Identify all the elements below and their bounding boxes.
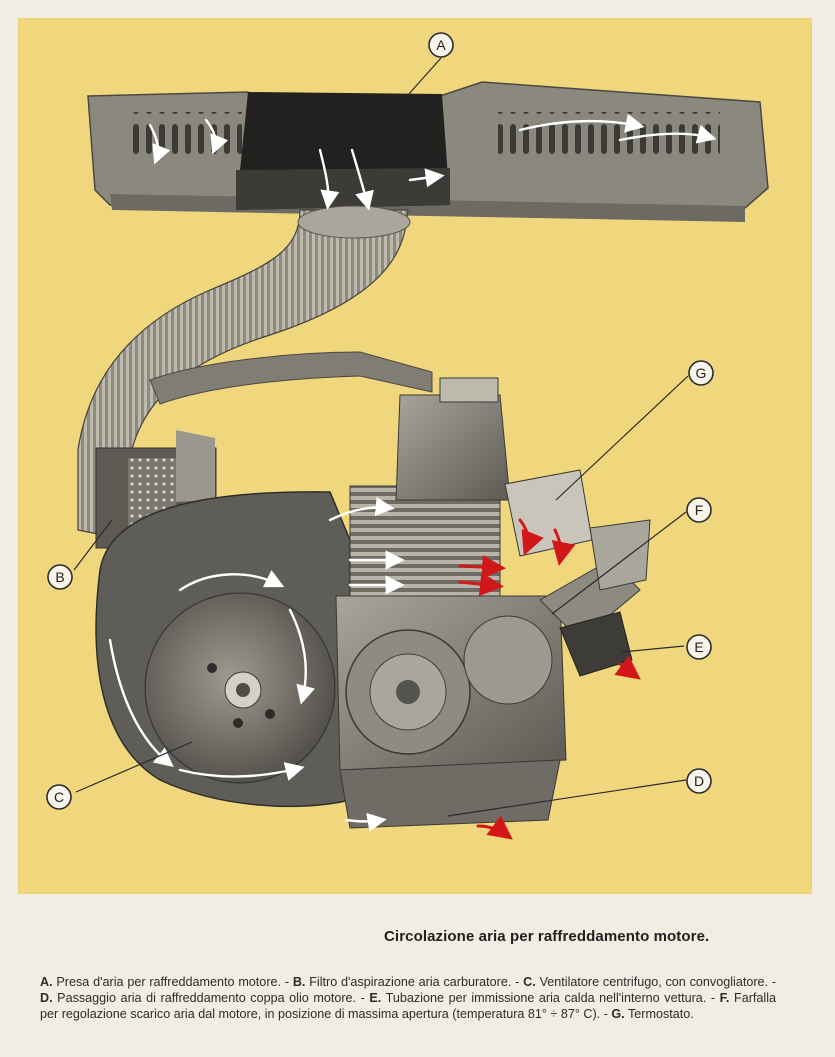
engine-block	[335, 377, 567, 829]
air-intake-grille	[87, 81, 769, 222]
legend-b-letter: B.	[292, 975, 306, 989]
legend-f-text: Farfalla per regolazione scarico aria da…	[40, 991, 776, 1021]
callout-f-label: F	[695, 502, 704, 518]
figure-legend: A. Presa d'aria per raffreddamento motor…	[40, 974, 776, 1022]
callout-e: E	[686, 634, 712, 660]
callout-leaders	[73, 57, 689, 817]
callout-e-label: E	[694, 639, 703, 655]
thermostat-and-flap	[504, 469, 651, 677]
legend-e-letter: E.	[369, 991, 382, 1005]
callout-a: A	[428, 32, 454, 58]
fan-housing	[95, 491, 351, 808]
callout-d: D	[686, 768, 712, 794]
callout-g-label: G	[696, 365, 707, 381]
callout-b-label: B	[55, 569, 64, 585]
legend-d-letter: D.	[40, 991, 53, 1005]
legend-c-letter: C.	[523, 975, 536, 989]
callout-b: B	[47, 564, 73, 590]
legend-g-text: Termostato.	[627, 1007, 694, 1021]
callout-c-label: C	[54, 789, 64, 805]
legend-c-text: Ventilatore centrifugo, con convogliator…	[539, 975, 777, 989]
callout-g: G	[688, 360, 714, 386]
legend-a-text: Presa d'aria per raffreddamento motore. …	[56, 975, 293, 989]
legend-f-letter: F.	[719, 991, 730, 1005]
legend-d-text: Passaggio aria di raffreddamento coppa o…	[57, 991, 370, 1005]
figure-caption-title: Circolazione aria per raffreddamento mot…	[384, 928, 710, 945]
corrugated-hose	[77, 205, 433, 541]
legend-e-text: Tubazione per immissione aria calda nell…	[385, 991, 720, 1005]
callout-d-label: D	[694, 773, 704, 789]
legend-a-letter: A.	[40, 975, 53, 989]
callout-a-label: A	[436, 37, 446, 53]
hot-air-arrows	[458, 518, 641, 840]
legend-b-text: Filtro d'aspirazione aria carburatore. -	[309, 975, 524, 989]
callout-c: C	[46, 784, 72, 810]
legend-g-letter: G.	[611, 1007, 625, 1021]
callout-f: F	[686, 497, 712, 523]
